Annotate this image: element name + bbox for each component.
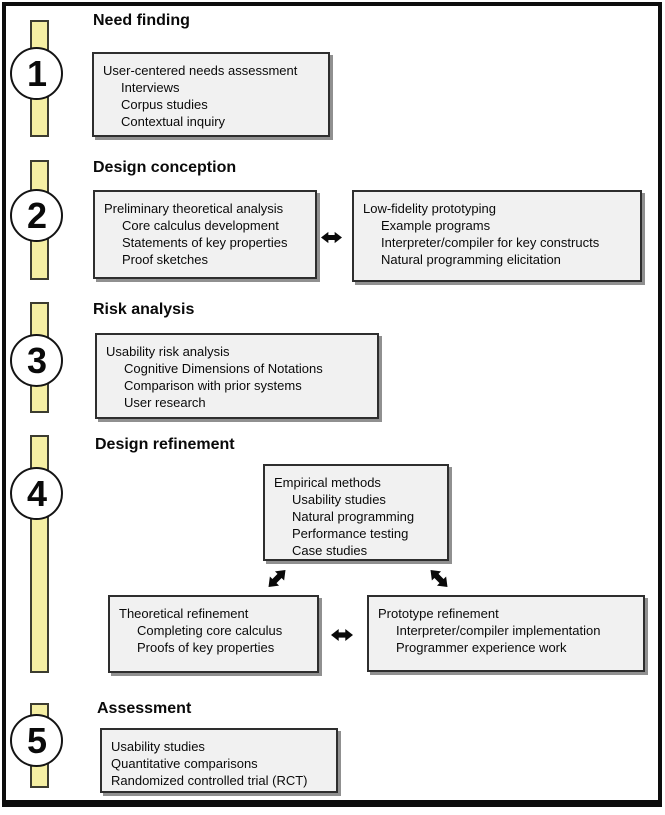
box-item: Natural programming — [292, 509, 415, 524]
stage-3-title: Risk analysis — [93, 301, 195, 318]
box-item: Interpreter/compiler for key constructs — [381, 235, 600, 250]
stage-1-number: 1 — [26, 52, 47, 94]
stage-2-number: 2 — [26, 194, 47, 236]
box-item: User research — [124, 395, 206, 410]
box-item: Quantitative comparisons — [111, 756, 258, 771]
double-arrow-horizontal-icon — [321, 230, 342, 244]
stage-3-number: 3 — [26, 339, 47, 381]
stage-4-title: Design refinement — [95, 436, 235, 453]
theoretical-analysis-box: Preliminary theoretical analysis Core ca… — [93, 190, 317, 279]
box-item: Contextual inquiry — [121, 114, 226, 129]
box-item: Comparison with prior systems — [124, 378, 302, 393]
box-header: Prototype refinement — [378, 606, 499, 621]
box-item: Programmer experience work — [396, 640, 567, 655]
box-item: Proof sketches — [122, 252, 208, 267]
box-item: Core calculus development — [122, 218, 279, 233]
box-header: Empirical methods — [274, 475, 381, 490]
box-item: Natural programming elicitation — [381, 252, 561, 267]
needs-assessment-box: User-centered needs assessment Interview… — [92, 52, 330, 137]
box-header: User-centered needs assessment — [103, 63, 298, 78]
low-fidelity-prototyping-box: Low-fidelity prototyping Example program… — [352, 190, 642, 282]
box-header: Preliminary theoretical analysis — [104, 201, 284, 216]
stage-4-number: 4 — [26, 472, 47, 514]
stage-2-number-badge: 2 — [10, 189, 63, 242]
stage-1-title: Need finding — [93, 12, 190, 29]
box-item: Interviews — [121, 80, 180, 95]
box-item: Example programs — [381, 218, 491, 233]
box-item: Usability studies — [292, 492, 386, 507]
box-item: Randomized controlled trial (RCT) — [111, 773, 308, 788]
box-item: Corpus studies — [121, 97, 208, 112]
stage-5-number: 5 — [26, 719, 47, 761]
box-item: Case studies — [292, 543, 368, 558]
box-item: Interpreter/compiler implementation — [396, 623, 601, 638]
box-header: Theoretical refinement — [119, 606, 249, 621]
box-item: Usability studies — [111, 739, 205, 754]
theoretical-refinement-box: Theoretical refinement Completing core c… — [108, 595, 319, 673]
box-header: Usability risk analysis — [106, 344, 230, 359]
double-arrow-horizontal-icon — [331, 628, 353, 642]
box-item: Performance testing — [292, 526, 409, 541]
box-item: Proofs of key properties — [137, 640, 275, 655]
double-arrow-diagonal-nw-se-icon — [426, 565, 452, 591]
box-item: Cognitive Dimensions of Notations — [124, 361, 323, 376]
stage-3-number-badge: 3 — [10, 334, 63, 387]
stage-1-number-badge: 1 — [10, 47, 63, 100]
stage-5-number-badge: 5 — [10, 714, 63, 767]
box-item: Statements of key properties — [122, 235, 288, 250]
stage-4-number-badge: 4 — [10, 467, 63, 520]
usability-risk-analysis-box: Usability risk analysis Cognitive Dimens… — [95, 333, 379, 419]
stage-2-title: Design conception — [93, 159, 237, 176]
box-header: Low-fidelity prototyping — [363, 201, 496, 216]
assessment-box: Usability studies Quantitative compariso… — [100, 728, 338, 793]
box-item: Completing core calculus — [137, 623, 283, 638]
stage-5-title: Assessment — [97, 700, 192, 717]
empirical-methods-box: Empirical methods Usability studies Natu… — [263, 464, 449, 561]
double-arrow-diagonal-ne-sw-icon — [264, 565, 290, 591]
prototype-refinement-box: Prototype refinement Interpreter/compile… — [367, 595, 645, 672]
